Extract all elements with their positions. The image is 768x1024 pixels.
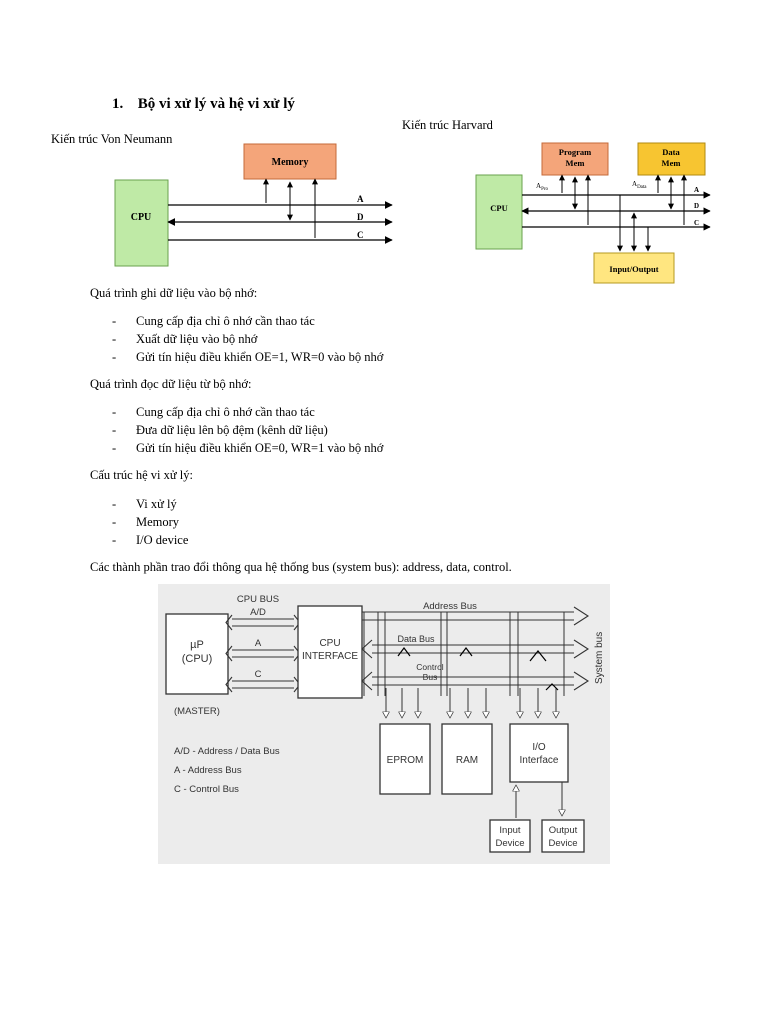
ram-box (441, 723, 493, 795)
output-device-box (541, 819, 585, 853)
control-bus-label-2: Bus (423, 672, 438, 682)
bus-d-label: D (357, 212, 364, 222)
harvard-diagram: Program Mem Data Mem CPU Input/Output AP… (475, 142, 711, 284)
microprocessor-box (165, 613, 229, 695)
microprocessor-label-1: µP (190, 639, 204, 651)
cpu-box (114, 179, 169, 267)
input-device-label-2: Device (495, 838, 524, 849)
read-process-list: Cung cấp địa chỉ ô nhớ cần thao tác Đưa … (112, 403, 383, 457)
bus-a-label: A (694, 186, 699, 194)
bus-c-label: C (357, 230, 364, 240)
device-connectors (386, 688, 556, 718)
list-item: Gửi tín hiệu điều khiển OE=0, WR=1 vào b… (112, 439, 383, 457)
cpu-label: CPU (490, 203, 507, 213)
memory-label: Memory (272, 157, 309, 168)
list-item: Gửi tín hiệu điều khiển OE=1, WR=0 vào b… (112, 348, 383, 366)
system-bus-figure: µP (CPU) (MASTER) CPU BUS A/D A C CPU IN… (158, 584, 610, 864)
a-data-label: AData (632, 180, 647, 190)
a-pro-label: APro (536, 182, 549, 192)
control-bus-label-1: Control (416, 662, 444, 672)
output-device-label-2: Device (548, 838, 577, 849)
program-mem-label-1: Program (559, 147, 591, 157)
io-interface-label-1: I/O (532, 742, 546, 753)
structure-title: Cấu trúc hệ vi xử lý: (90, 468, 193, 482)
bus-c-label: C (694, 219, 699, 227)
section-number: 1. (112, 96, 124, 112)
device-io-links (516, 782, 562, 818)
cpu-box (475, 174, 523, 250)
eprom-label: EPROM (387, 755, 424, 766)
bus-rails (363, 612, 565, 696)
list-item: Cung cấp địa chỉ ô nhớ cần thao tác (112, 403, 383, 421)
cpu-label: CPU (131, 212, 152, 223)
microprocessor-label-2: (CPU) (182, 653, 213, 665)
read-process-title: Quá trình đọc dữ liệu từ bộ nhớ: (90, 377, 252, 391)
program-mem-box (541, 142, 609, 176)
output-device-label-1: Output (549, 825, 578, 836)
list-item: I/O device (112, 531, 188, 549)
cpu-interface-label-1: CPU (319, 638, 340, 649)
memory-box (243, 143, 337, 180)
data-mem-label-1: Data (662, 147, 680, 157)
list-item: Cung cấp địa chỉ ô nhớ cần thao tác (112, 312, 383, 330)
harvard-caption: Kiến trúc Harvard (402, 118, 493, 132)
cpu-bus-label: CPU BUS (237, 594, 279, 605)
legend-item: A/D - Address / Data Bus (174, 746, 280, 757)
io-interface-label-2: Interface (520, 755, 559, 766)
io-box (593, 252, 675, 284)
cpu-interface-box (297, 605, 363, 699)
bus-sentence: Các thành phần trao đổi thông qua hệ thố… (90, 560, 512, 574)
von-neumann-caption: Kiến trúc Von Neumann (51, 132, 173, 146)
data-bus-label: Data Bus (397, 634, 435, 644)
ram-label: RAM (456, 755, 478, 766)
handwritten-marks (397, 647, 559, 691)
program-mem-label-2: Mem (566, 158, 585, 168)
list-item: Memory (112, 513, 188, 531)
list-item: Đưa dữ liệu lên bộ đệm (kênh dữ liệu) (112, 421, 383, 439)
cpu-interface-label-2: INTERFACE (302, 651, 358, 662)
bus-a-label: A (357, 194, 364, 204)
eprom-box (379, 723, 431, 795)
bus-d-label: D (694, 202, 699, 210)
data-mem-box (637, 142, 706, 176)
system-bus-label: System bus (594, 632, 605, 684)
von-neumann-diagram: Memory CPU A D C (114, 143, 393, 267)
legend-item: A - Address Bus (174, 765, 242, 776)
master-label: (MASTER) (174, 706, 220, 717)
write-process-list: Cung cấp địa chỉ ô nhớ cần thao tác Xuất… (112, 312, 383, 366)
input-device-label-1: Input (499, 825, 520, 836)
list-item: Xuất dữ liệu vào bộ nhớ (112, 330, 383, 348)
legend-item: C - Control Bus (174, 784, 239, 795)
section-heading: 1. Bộ vi xử lý và hệ vi xử lý (112, 96, 295, 113)
data-mem-label-2: Mem (662, 158, 681, 168)
list-item: Vi xử lý (112, 495, 188, 513)
structure-list: Vi xử lý Memory I/O device (112, 495, 188, 549)
write-process-title: Quá trình ghi dữ liệu vào bộ nhớ: (90, 286, 258, 300)
io-label: Input/Output (609, 264, 658, 274)
section-title: Bộ vi xử lý và hệ vi xử lý (137, 96, 295, 112)
system-buses (361, 606, 590, 691)
input-device-box (489, 819, 531, 853)
io-interface-box (509, 723, 569, 783)
ad-bus-label: A/D (250, 607, 266, 618)
a-bus-label: A (255, 638, 262, 649)
c-bus-label: C (255, 669, 262, 680)
address-bus-label: Address Bus (423, 601, 477, 612)
